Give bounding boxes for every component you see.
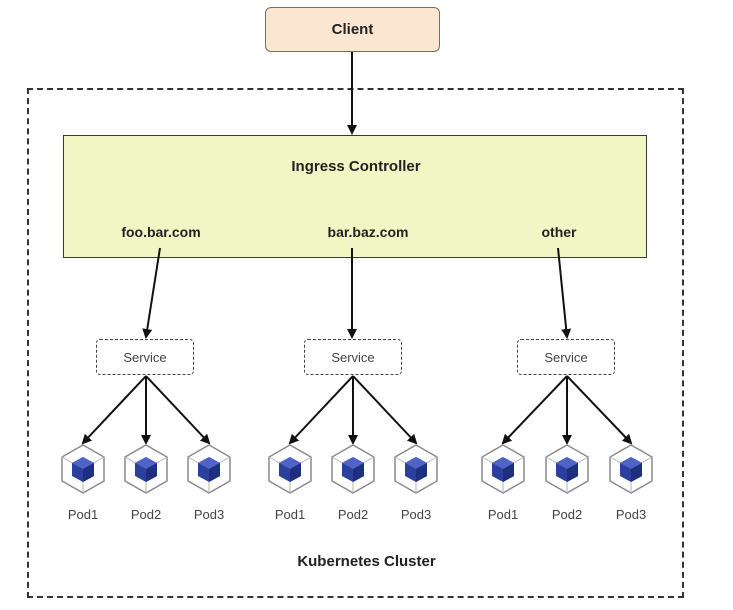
- pod-label: Pod2: [551, 507, 583, 522]
- arrow-route-service-1: [142, 247, 161, 339]
- pod-label: Pod1: [487, 507, 519, 522]
- cube-icon: [479, 443, 527, 495]
- pod-label: Pod1: [274, 507, 306, 522]
- cube-icon: [59, 443, 107, 495]
- service-node-2: Service: [304, 339, 402, 375]
- cube-icon: [329, 443, 377, 495]
- route-bar-baz-com: bar.baz.com: [327, 224, 409, 240]
- cube-icon: [122, 443, 170, 495]
- service-label: Service: [544, 349, 588, 365]
- pod-label: Pod2: [130, 507, 162, 522]
- route-other: other: [541, 224, 577, 240]
- cube-icon: [266, 443, 314, 495]
- route-foo-bar-com: foo.bar.com: [121, 224, 201, 240]
- cube-icon: [543, 443, 591, 495]
- pod-label: Pod3: [400, 507, 432, 522]
- cube-icon: [185, 443, 233, 495]
- ingress-controller-node: Ingress Controller foo.bar.com bar.baz.c…: [63, 135, 647, 258]
- pod-label: Pod2: [337, 507, 369, 522]
- cube-icon: [607, 443, 655, 495]
- kubernetes-cluster-boundary: [27, 88, 684, 598]
- client-label: Client: [331, 21, 374, 38]
- cube-icon: [392, 443, 440, 495]
- service-node-1: Service: [96, 339, 194, 375]
- client-node: Client: [265, 7, 440, 52]
- cluster-label: Kubernetes Cluster: [297, 553, 436, 570]
- service-label: Service: [331, 349, 375, 365]
- arrow-route-service-3: [557, 247, 572, 339]
- pod-label: Pod3: [615, 507, 647, 522]
- service-node-3: Service: [517, 339, 615, 375]
- pod-label: Pod1: [67, 507, 99, 522]
- service-label: Service: [123, 349, 167, 365]
- ingress-controller-title: Ingress Controller: [291, 158, 421, 175]
- pod-label: Pod3: [193, 507, 225, 522]
